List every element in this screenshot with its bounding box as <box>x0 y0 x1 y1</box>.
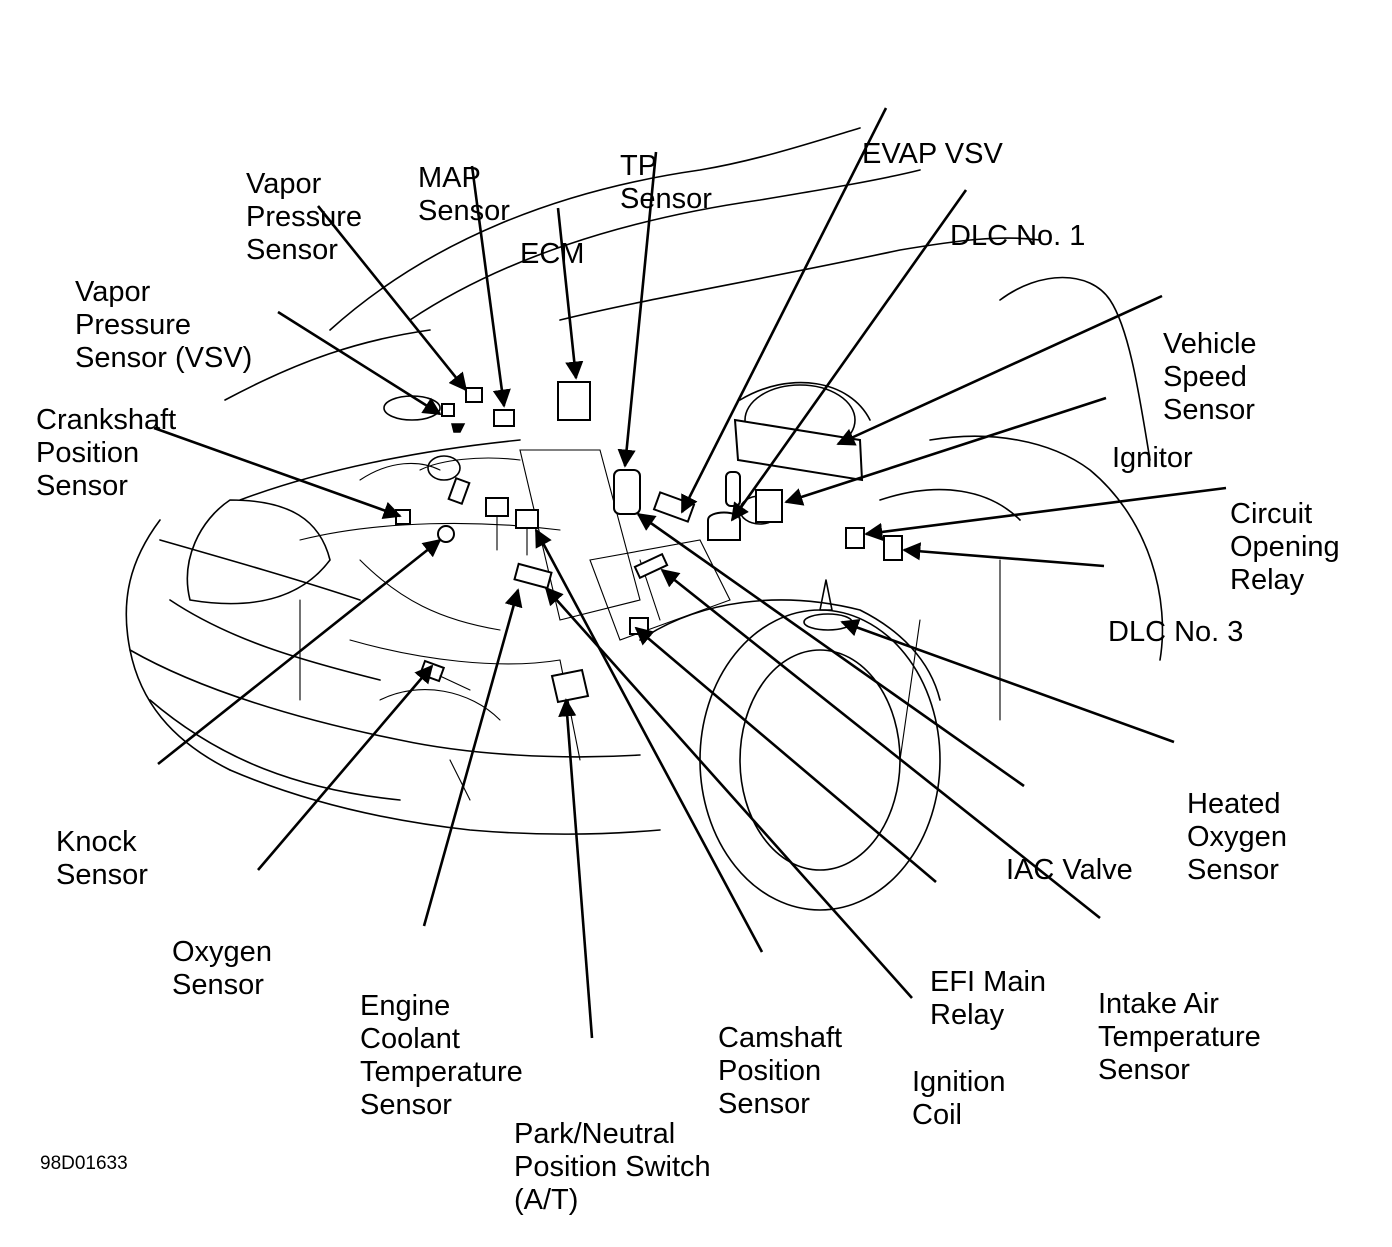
heated-o2-sensor-part <box>819 579 833 611</box>
label-iac-valve: IAC Valve <box>1006 854 1133 886</box>
iat-sensor-part <box>633 552 669 580</box>
car-body-outline <box>125 127 1164 911</box>
evap-vsv-part <box>652 491 696 523</box>
circuit-opening-relay-part <box>845 527 865 549</box>
crankshaft-sensor-part <box>395 509 411 525</box>
oxygen-sensor-part <box>418 659 446 683</box>
label-dlc-no1: DLC No. 1 <box>950 220 1086 252</box>
label-ecm: ECM <box>520 238 585 270</box>
vsv-connector <box>451 423 466 433</box>
dlc1-part <box>725 471 741 507</box>
ect-sensor-part <box>447 476 471 506</box>
ignitor-part <box>755 489 783 523</box>
vsv-part <box>441 403 455 417</box>
ecm-box <box>557 381 591 421</box>
figure-id: 98D01633 <box>40 1153 128 1174</box>
label-dlc-no3: DLC No. 3 <box>1108 616 1244 648</box>
coil-2 <box>515 509 539 529</box>
tp-sensor-part <box>613 469 641 515</box>
label-ignitor: Ignitor <box>1112 442 1193 474</box>
dlc3-part <box>883 535 903 561</box>
components <box>395 381 903 704</box>
leader-lines <box>153 107 1227 1039</box>
pnp-switch-part <box>550 668 590 704</box>
vapor-pressure-sensor-part <box>465 387 483 403</box>
coil-1 <box>485 497 509 517</box>
camshaft-sensor-part <box>513 562 553 590</box>
knock-sensor-part <box>437 525 455 543</box>
map-sensor-part <box>493 409 515 427</box>
label-evap-vsv: EVAP VSV <box>862 138 1003 170</box>
